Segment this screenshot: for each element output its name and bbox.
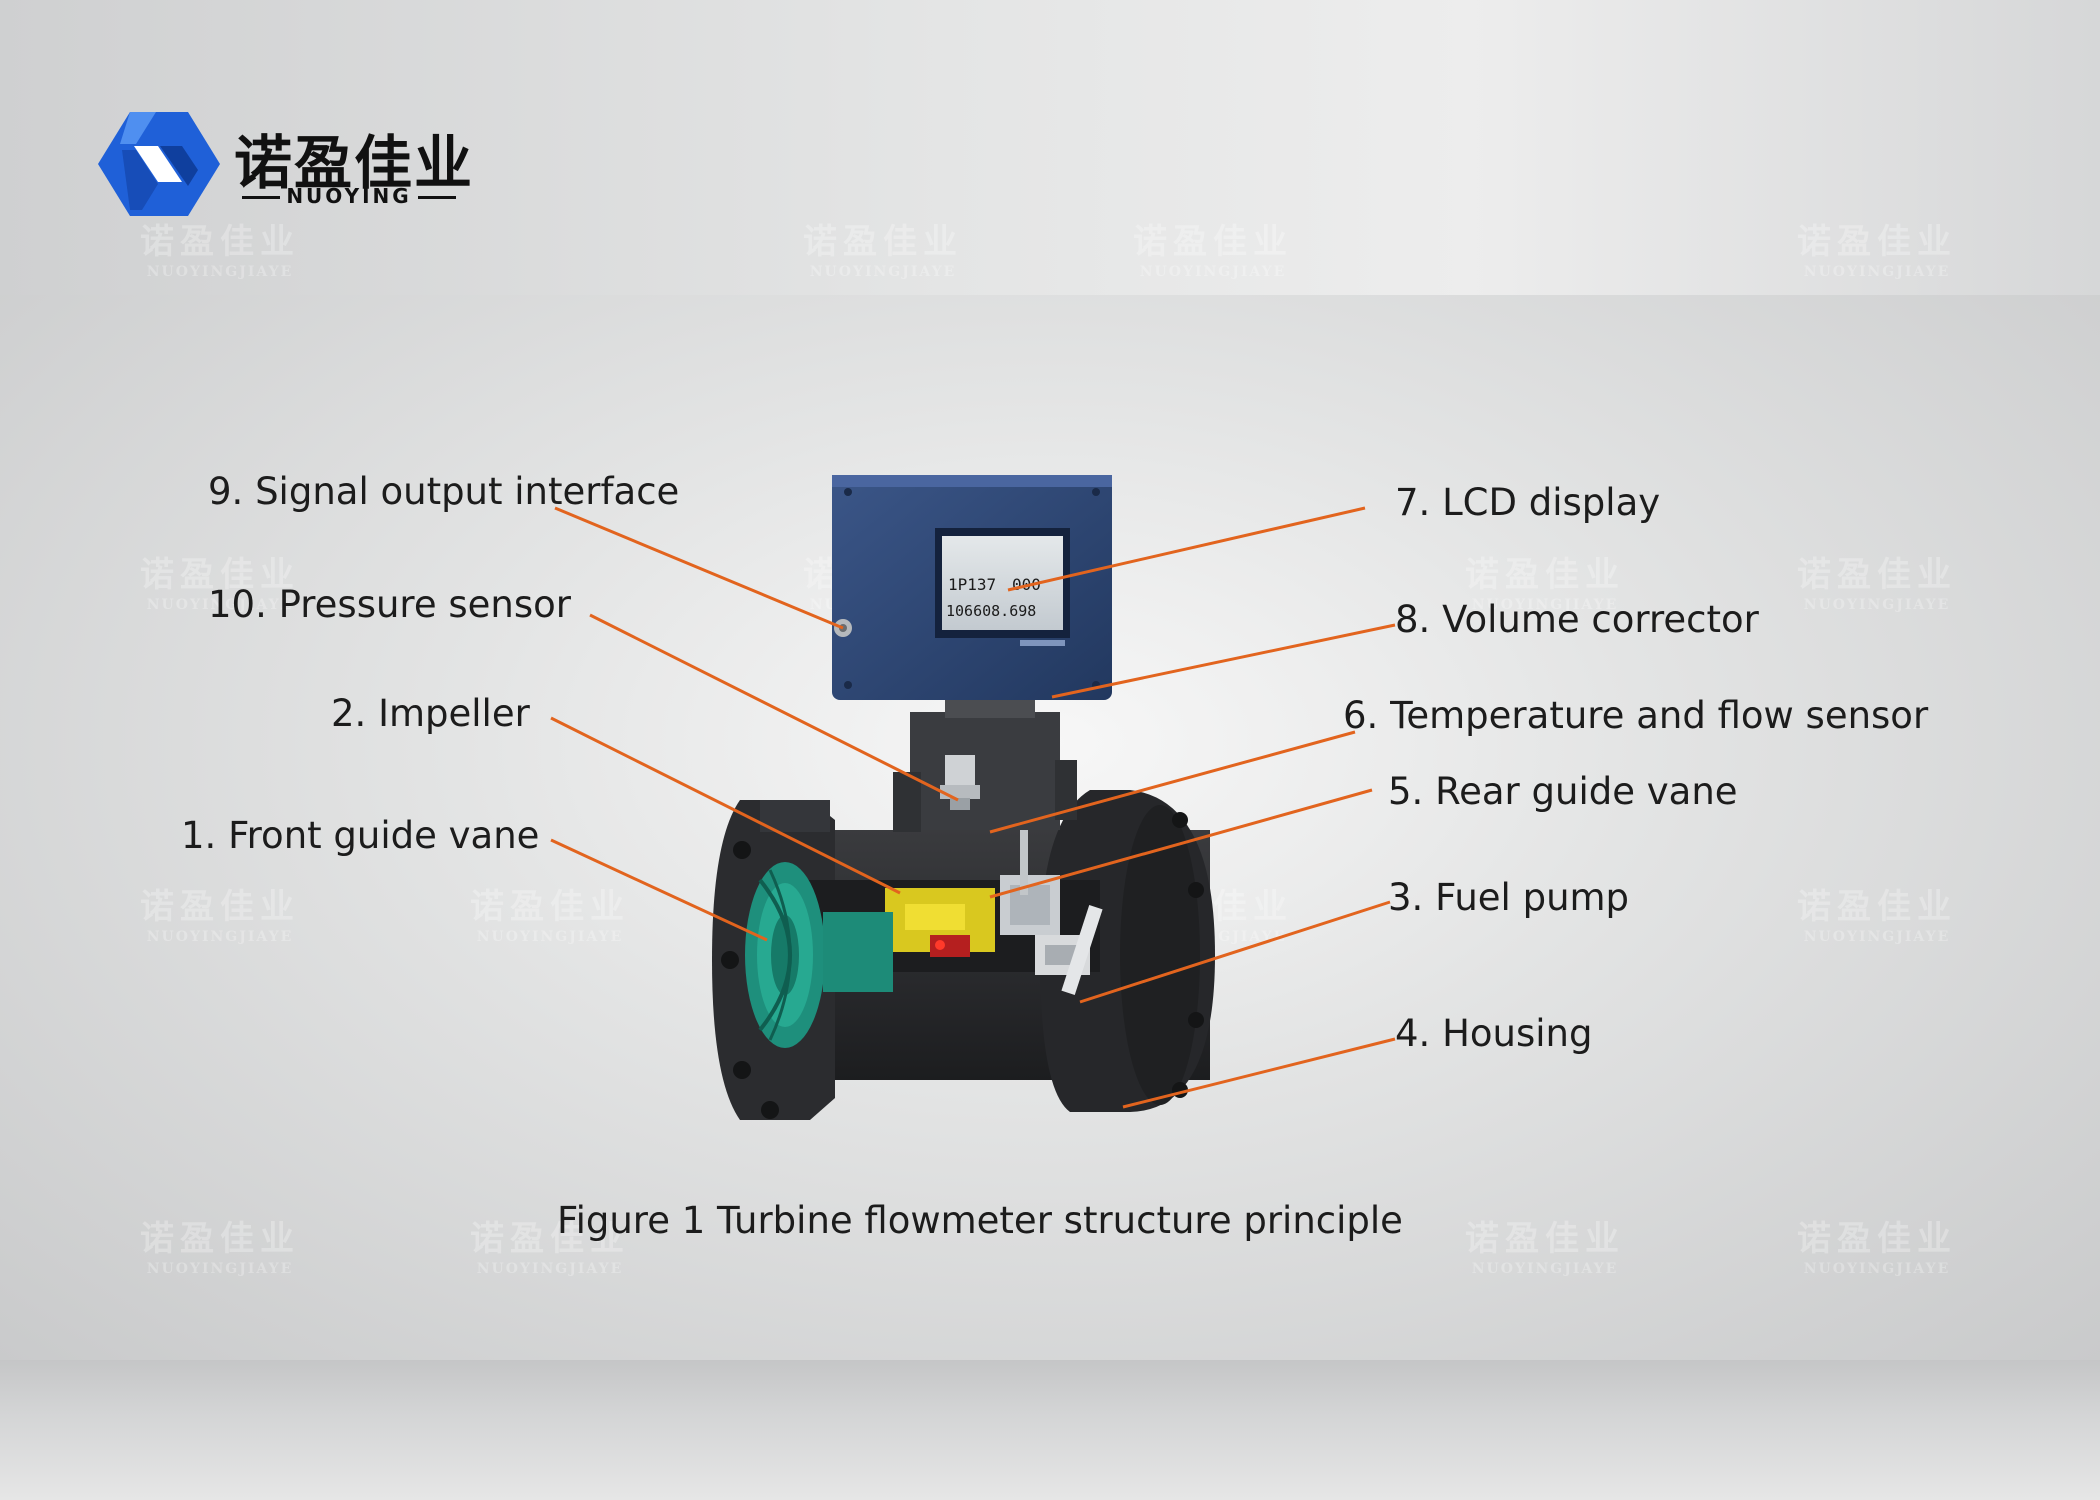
brand-name-en: NUOYING: [236, 184, 462, 208]
impeller: [745, 862, 893, 1048]
label-volume-corrector: 8. Volume corrector: [1395, 598, 1759, 641]
label-front-guide-vane: 1. Front guide vane: [181, 814, 540, 857]
brand-name-cn: 诺盈佳业: [234, 129, 475, 197]
nuoying-logo-icon: [98, 112, 220, 216]
leader-lcd-display: [1007, 506, 1366, 592]
footer-band: [0, 1360, 2100, 1500]
leader-signal-output: [554, 506, 844, 630]
label-housing: 4. Housing: [1395, 1012, 1593, 1055]
label-pressure-sensor: 10. Pressure sensor: [208, 583, 571, 626]
leader-volume-corrector: [1051, 623, 1396, 699]
leader-rear-guide-vane: [989, 788, 1373, 899]
leader-pressure-sensor: [589, 613, 959, 802]
label-signal-output: 9. Signal output interface: [208, 470, 680, 513]
leader-temp-flow-sensor: [989, 730, 1356, 834]
leader-lines: [550, 506, 1396, 1109]
lcd-line1: 1P137: [948, 575, 996, 594]
volume-corrector-box: 1P137 000 106608.698: [832, 475, 1112, 700]
label-lcd-display: 7. LCD display: [1395, 481, 1661, 524]
figure-caption: Figure 1 Turbine flowmeter structure pri…: [557, 1199, 1403, 1242]
label-impeller: 2. Impeller: [331, 692, 530, 735]
leader-front-guide-vane: [550, 838, 768, 942]
label-temp-flow-sensor: 6. Temperature and flow sensor: [1343, 694, 1929, 737]
label-fuel-pump: 3. Fuel pump: [1388, 876, 1630, 919]
header-band: [0, 0, 2100, 295]
leader-fuel-pump: [1079, 900, 1391, 1004]
lcd-line2: 106608.698: [946, 602, 1036, 620]
label-rear-guide-vane: 5. Rear guide vane: [1388, 770, 1738, 813]
leader-housing: [1122, 1037, 1396, 1109]
neck: [893, 690, 1077, 832]
leader-impeller: [550, 716, 901, 895]
brand-logo[interactable]: 诺盈佳业 NUOYING: [96, 110, 476, 220]
